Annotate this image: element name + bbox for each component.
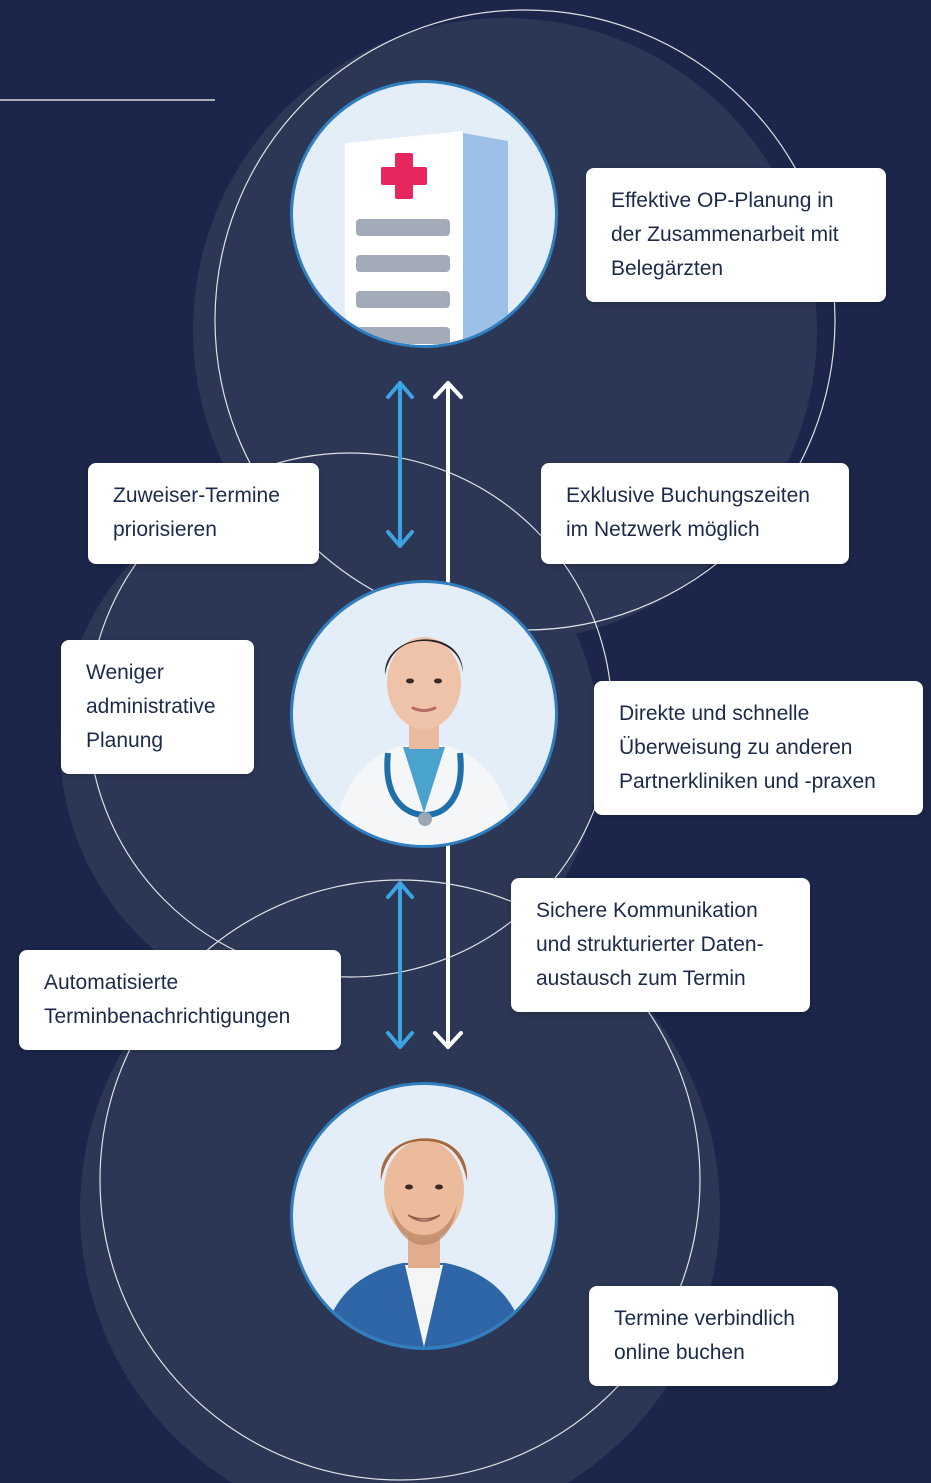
card-op-planung-line-1: Effektive OP-Planung in — [611, 189, 834, 212]
card-weniger-line-1: Weniger — [86, 661, 164, 684]
card-kommunikation-line-3: austausch zum Termin — [536, 967, 746, 990]
blue-double-arrow-top — [386, 381, 414, 548]
card-buchen-line-1: Termine verbindlich — [614, 1307, 795, 1330]
blue-double-arrow-bottom — [386, 881, 414, 1049]
doctor-avatar — [290, 580, 558, 848]
card-buchen: Termine verbindlich online buchen — [589, 1286, 838, 1386]
hospital-building-icon — [293, 83, 555, 345]
card-benachrichtigungen-line-1: Automatisierte — [44, 971, 179, 994]
card-op-planung: Effektive OP-Planung in der Zusammenarbe… — [586, 168, 886, 302]
card-benachrichtigungen-line-2: Terminbenachrichtigungen — [44, 1005, 291, 1028]
card-buchungszeiten-line-2: im Netzwerk möglich — [566, 518, 760, 541]
card-buchungszeiten-line-1: Exklusive Buchungszeiten — [566, 484, 810, 507]
card-kommunikation: Sichere Kommunikation und strukturierter… — [511, 878, 810, 1012]
card-weniger-line-3: Planung — [86, 729, 164, 752]
patient-avatar — [290, 1082, 558, 1350]
card-ueberweisung-line-1: Direkte und schnelle — [619, 702, 810, 725]
card-weniger-line-2: administrative — [86, 695, 216, 718]
card-zuweiser: Zuweiser-Termine priorisieren — [88, 463, 319, 564]
card-ueberweisung: Direkte und schnelle Überweisung zu ande… — [594, 681, 923, 815]
card-op-planung-line-2: der Zusammenarbeit mit — [611, 223, 839, 246]
hospital-avatar — [290, 80, 558, 348]
card-weniger: Weniger administrative Planung — [61, 640, 254, 774]
card-benachrichtigungen: Automatisierte Terminbenachrichtigungen — [19, 950, 341, 1050]
card-zuweiser-line-2: priorisieren — [113, 518, 217, 541]
card-ueberweisung-line-3: Partnerkliniken und -praxen — [619, 770, 876, 793]
white-arrow-down — [433, 838, 463, 1049]
card-buchungszeiten: Exklusive Buchungszeiten im Netzwerk mög… — [541, 463, 849, 564]
card-buchen-line-2: online buchen — [614, 1341, 745, 1364]
doctor-portrait — [293, 583, 555, 845]
card-kommunikation-line-2: und strukturierter Daten- — [536, 933, 764, 956]
card-op-planung-line-3: Belegärzten — [611, 257, 724, 280]
card-kommunikation-line-1: Sichere Kommunikation — [536, 899, 758, 922]
bottom-circle-outline — [99, 879, 701, 1481]
card-zuweiser-line-1: Zuweiser-Termine — [113, 484, 280, 507]
patient-portrait — [293, 1085, 555, 1347]
white-arrow-up — [433, 381, 463, 602]
card-ueberweisung-line-2: Überweisung zu anderen — [619, 736, 853, 759]
